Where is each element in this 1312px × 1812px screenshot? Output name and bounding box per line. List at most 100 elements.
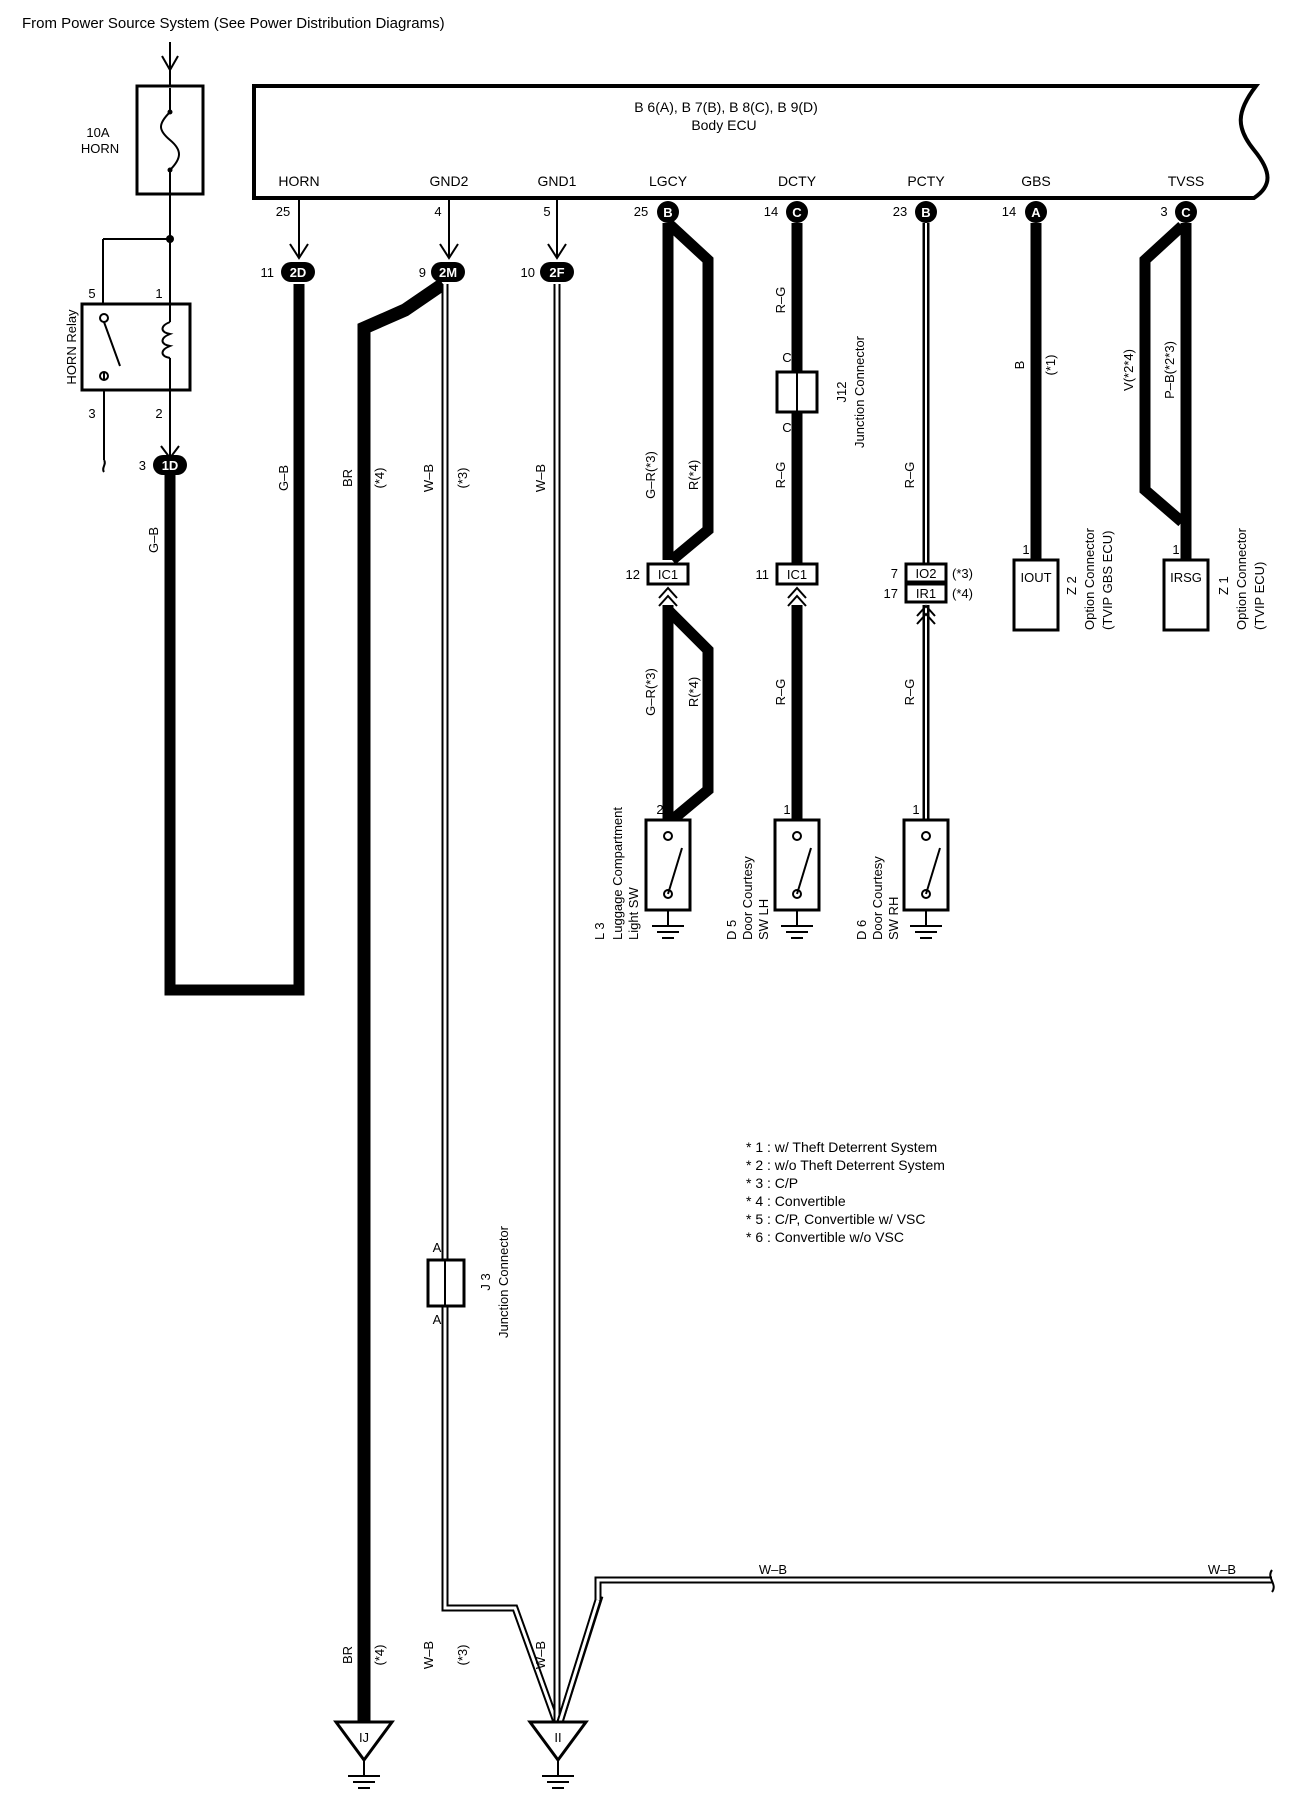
switch-l3-desc: Luggage Compartment [610, 807, 625, 940]
wire-note-n1: (*1) [1043, 355, 1058, 376]
wire-br [357, 278, 447, 1722]
junction-connector-j3 [426, 1258, 466, 1308]
horn-relay [80, 194, 192, 473]
terminal-name-horn: HORN [278, 173, 319, 189]
junction-io2-note: (*3) [952, 566, 973, 581]
terminal-name-gbs: GBS [1021, 173, 1051, 189]
j3-desc: Junction Connector [496, 1225, 511, 1338]
terminal-name-tvss: TVSS [1168, 173, 1205, 189]
wire-color-br-lower: BR [340, 1646, 355, 1664]
wire-wb-bus [556, 1569, 1275, 1724]
j3-pin-a-top: A [433, 1240, 442, 1255]
terminal-conn-pcty: B [915, 201, 937, 223]
terminal-conn-tvss: C [1175, 201, 1197, 223]
terminal-name-lgcy: LGCY [649, 173, 688, 189]
j12-desc: Junction Connector [852, 335, 867, 448]
terminal-name-gnd2: GND2 [430, 173, 469, 189]
terminal-pin-lgcy: 25 [634, 204, 648, 219]
z1-desc: Option Connector [1234, 527, 1249, 630]
svg-text:IC1: IC1 [658, 567, 678, 582]
fuse-rating: 10A [86, 125, 109, 140]
wire-color-v24: V(*2*4) [1121, 349, 1136, 391]
svg-text:2M: 2M [439, 265, 457, 280]
junction-1d-pin: 3 [139, 458, 146, 473]
terminal-pin-horn: 25 [276, 204, 290, 219]
terminal-pin-gnd2: 4 [434, 204, 441, 219]
switch-l3 [644, 818, 692, 939]
wire-color-wb-gnd2-lower: W–B [421, 1641, 436, 1669]
wire-color-wb-gnd2-upper: W–B [421, 464, 436, 492]
terminal-pin-gnd1: 5 [543, 204, 550, 219]
wire-color-gb-lower: G–B [146, 527, 161, 553]
svg-text:C: C [792, 205, 802, 220]
wire-note-wb-gnd2-upper: (*3) [455, 468, 470, 489]
switch-d5-code: D 5 [724, 920, 739, 940]
relay-pin-5: 5 [88, 286, 95, 301]
fuse-10a-horn [135, 84, 205, 196]
j12-label: J12 [834, 382, 849, 403]
wire-color-r4-lower: R(*4) [686, 677, 701, 707]
junction-ic1-lgcy-pin: 12 [626, 567, 640, 582]
option-connector-z1: IRSG [1162, 558, 1210, 632]
switch-d6-desc2: SW RH [886, 897, 901, 940]
relay-pin-1: 1 [155, 286, 162, 301]
z2-desc: Option Connector [1082, 527, 1097, 630]
wire-note-br-lower: (*4) [372, 1645, 387, 1666]
junction-2f-pin: 10 [521, 265, 535, 280]
wire-color-wb-gnd1-lower: W–B [533, 1641, 548, 1669]
wire-gnd2 [439, 198, 459, 260]
wire-color-rg-dcty-2: R–G [773, 462, 788, 489]
ecu-name: Body ECU [691, 117, 756, 133]
z2-sub: (TVIP GBS ECU) [1100, 531, 1115, 630]
junction-connector-j12 [775, 370, 819, 414]
wire-color-b: B [1012, 361, 1027, 370]
terminal-pin-tvss: 3 [1160, 204, 1167, 219]
terminal-conn-dcty: C [786, 201, 808, 223]
svg-text:A: A [1031, 205, 1041, 220]
junction-2m-pin: 9 [419, 265, 426, 280]
j12-pin-bottom: C [782, 420, 791, 435]
wire-color-pb23: P–B(*2*3) [1162, 341, 1177, 399]
terminal-pin-pcty: 23 [893, 204, 907, 219]
svg-text:B: B [663, 205, 672, 220]
legend-item: * 2 : w/o Theft Deterrent System [746, 1157, 945, 1173]
switch-d6-pin: 1 [912, 802, 919, 817]
svg-text:II: II [554, 1730, 561, 1745]
junction-io2-pin: 7 [891, 566, 898, 581]
switch-l3-code: L 3 [592, 922, 607, 940]
junction-2f: 2F [540, 262, 574, 282]
ground-ii: II [527, 1720, 589, 1789]
wire-color-gr3-upper: G–R(*3) [643, 451, 658, 499]
z1-sub: (TVIP ECU) [1252, 562, 1267, 630]
wire-note-br-upper: (*4) [372, 468, 387, 489]
svg-text:IO2: IO2 [916, 566, 937, 581]
svg-text:IJ: IJ [359, 1730, 369, 1745]
switch-l3-pin: 2 [656, 802, 663, 817]
junction-ic1-lgcy: IC1 [646, 562, 690, 607]
wire-color-rg-dcty-1: R–G [773, 287, 788, 314]
wire-color-r4-upper: R(*4) [686, 460, 701, 490]
ecu-code: B 6(A), B 7(B), B 8(C), B 9(D) [634, 99, 818, 115]
wire-note-wb-gnd2-lower: (*3) [455, 1645, 470, 1666]
wire-color-rg-pcty-1: R–G [902, 462, 917, 489]
junction-2d: 2D [281, 262, 315, 282]
switch-d5-desc: Door Courtesy [740, 856, 755, 940]
body-ecu-box [252, 84, 1270, 200]
svg-text:IOUT: IOUT [1020, 570, 1051, 585]
wire-tvss [1139, 221, 1192, 560]
svg-text:C: C [1181, 205, 1191, 220]
switch-d6-code: D 6 [854, 920, 869, 940]
wire-gnd1 [547, 198, 567, 260]
svg-text:IR1: IR1 [916, 586, 936, 601]
junction-1d: 1D [153, 445, 187, 475]
svg-text:IC1: IC1 [787, 567, 807, 582]
wire-color-rg-pcty-2: R–G [902, 679, 917, 706]
fuse-name: HORN [81, 141, 119, 156]
wire-horn-gb [164, 198, 309, 996]
wire-color-wb-gnd1-upper: W–B [533, 464, 548, 492]
z2-pin: 1 [1022, 542, 1029, 557]
relay-pin-3: 3 [88, 406, 95, 421]
switch-d6-desc: Door Courtesy [870, 856, 885, 940]
terminal-pin-gbs: 14 [1002, 204, 1016, 219]
